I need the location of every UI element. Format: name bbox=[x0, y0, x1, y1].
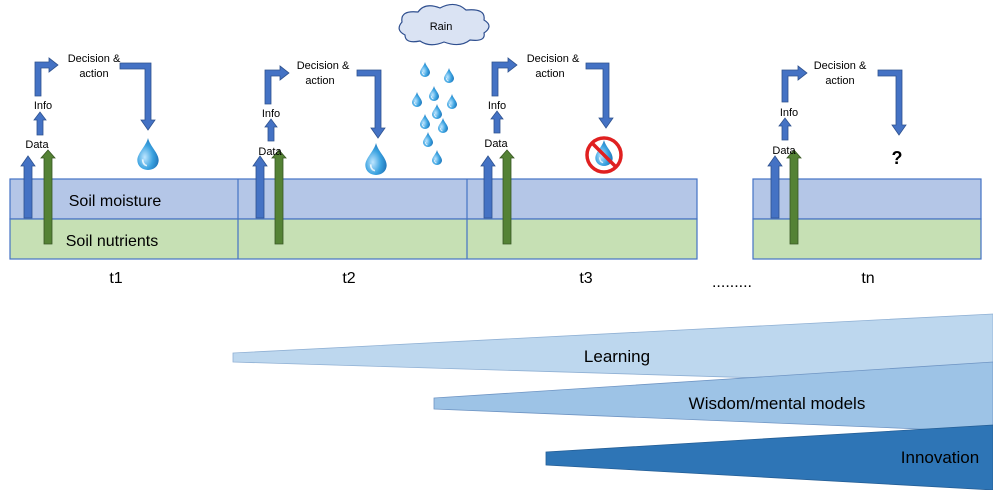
data-arrow-green bbox=[40, 149, 56, 245]
soil-moisture-label: Soil moisture bbox=[69, 193, 162, 210]
decision-label-line2: action bbox=[79, 68, 108, 80]
wedge-label: Learning bbox=[584, 347, 650, 366]
soil-nutrients-layer bbox=[9, 218, 698, 260]
water-drop-icon bbox=[365, 143, 387, 175]
decision-arrow-up bbox=[34, 57, 59, 97]
raindrop-icon bbox=[423, 132, 433, 147]
data-label: Data bbox=[772, 145, 796, 157]
raindrop-icon bbox=[432, 150, 442, 165]
data-arrow-blue bbox=[252, 155, 268, 219]
time-label: t1 bbox=[109, 270, 122, 287]
soil-layers-main: Soil moisture Soil nutrients bbox=[9, 178, 698, 260]
data-arrow-blue bbox=[480, 155, 496, 219]
decision-label-line2: action bbox=[535, 68, 564, 80]
soil-nutrients-label: Soil nutrients bbox=[66, 233, 159, 250]
info-label: Info bbox=[780, 107, 798, 119]
raindrop-icon bbox=[447, 94, 457, 109]
rain-drops bbox=[412, 62, 457, 165]
raindrop-icon bbox=[432, 104, 442, 119]
soil-layers-tn bbox=[752, 178, 982, 260]
ellipsis: ......... bbox=[712, 274, 752, 291]
wedge-learning: Learning bbox=[232, 313, 993, 386]
time-label: t3 bbox=[579, 270, 592, 287]
panel-t2: Data Info Decision & action t2 bbox=[252, 60, 387, 287]
decision-arrow-down bbox=[356, 69, 386, 139]
data-arrow-blue bbox=[767, 155, 783, 219]
raindrop-icon bbox=[438, 118, 448, 133]
data-arrow-green bbox=[271, 149, 287, 245]
raindrop-icon bbox=[444, 68, 454, 83]
decision-label-line1: Decision & bbox=[814, 60, 867, 72]
no-water-icon bbox=[585, 136, 623, 174]
decision-arrow-up bbox=[264, 65, 290, 105]
data-label: Data bbox=[484, 138, 508, 150]
raindrop-icon bbox=[420, 114, 430, 129]
decision-label-line1: Decision & bbox=[297, 60, 350, 72]
decision-arrow-down bbox=[585, 62, 614, 129]
soil-moisture-layer bbox=[752, 178, 982, 220]
decision-label-line1: Decision & bbox=[527, 53, 580, 65]
soil-moisture-layer bbox=[9, 178, 698, 220]
info-label: Info bbox=[34, 100, 52, 112]
data-arrow-green bbox=[786, 149, 802, 245]
info-arrow bbox=[778, 117, 792, 141]
data-label: Data bbox=[25, 139, 49, 151]
wedge-label: Innovation bbox=[901, 448, 979, 467]
info-arrow bbox=[33, 111, 47, 136]
decision-label-line2: action bbox=[825, 75, 854, 87]
decision-label-line1: Decision & bbox=[68, 53, 121, 65]
decision-arrow-up bbox=[491, 57, 518, 97]
info-arrow bbox=[490, 110, 504, 134]
time-label: t2 bbox=[342, 270, 355, 287]
wedge-label: Wisdom/mental models bbox=[689, 394, 866, 413]
data-arrow-green bbox=[499, 149, 515, 245]
info-label: Info bbox=[488, 100, 506, 112]
info-label: Info bbox=[262, 108, 280, 120]
soil-nutrients-layer bbox=[752, 218, 982, 260]
rain-cloud: Rain bbox=[398, 3, 490, 46]
raindrop-icon bbox=[412, 92, 422, 107]
panel-t1: Data Info Decision & action t1 bbox=[20, 53, 159, 287]
decision-arrow-up bbox=[781, 65, 808, 103]
panel-tn: Data Info Decision & action ? tn bbox=[767, 60, 907, 287]
decision-label-line2: action bbox=[305, 75, 334, 87]
wedge-innovation: Innovation bbox=[545, 424, 993, 490]
data-arrow-blue bbox=[20, 155, 36, 219]
water-drop-icon bbox=[137, 138, 159, 170]
question-mark: ? bbox=[892, 148, 903, 168]
data-label: Data bbox=[258, 146, 282, 158]
raindrop-icon bbox=[429, 86, 439, 101]
decision-arrow-down bbox=[119, 62, 156, 131]
decision-arrow-down bbox=[877, 69, 907, 136]
raindrop-icon bbox=[420, 62, 430, 77]
panel-t3: Data Info Decision & action t3 bbox=[480, 53, 623, 287]
time-label: tn bbox=[861, 270, 874, 287]
rain-label: Rain bbox=[430, 21, 453, 33]
info-arrow bbox=[264, 118, 278, 142]
wedge-wisdom: Wisdom/mental models bbox=[433, 361, 993, 433]
